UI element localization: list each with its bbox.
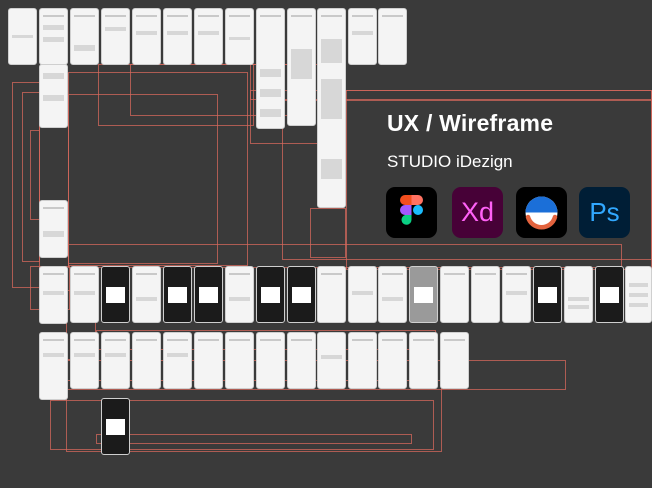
wireframe-screen [440, 332, 469, 389]
figma-icon [386, 187, 437, 238]
wireframe-screen [256, 332, 285, 389]
wireframe-screen [348, 332, 377, 389]
wireframe-screen [70, 266, 99, 323]
wireframe-screen [378, 266, 407, 323]
wireframe-screen [39, 64, 68, 128]
photoshop-icon: Ps [579, 187, 630, 238]
wireframe-screen [564, 266, 593, 323]
wireframe-screen [39, 266, 68, 324]
wireframe-screen [101, 8, 130, 65]
wireframe-screen [409, 332, 438, 389]
wireframe-screen [378, 332, 407, 389]
wireframe-screen [101, 332, 130, 389]
wireframe-screen [317, 8, 346, 208]
wireframe-screen-modal [595, 266, 624, 323]
flow-connector [66, 380, 442, 452]
wireframe-screen [163, 8, 192, 65]
wireframe-screen [317, 332, 346, 389]
wireframe-screen-modal [256, 266, 285, 323]
wireframe-screen-modal [287, 266, 316, 323]
wireframe-screen [70, 8, 99, 65]
wireframe-screen [194, 8, 223, 65]
wireframe-screen [378, 8, 407, 65]
wireframe-screen [502, 266, 531, 323]
wireframe-screen [8, 8, 37, 65]
wireframe-screen-modal [533, 266, 562, 323]
wireframe-screen [132, 266, 161, 323]
wireframe-screen [317, 266, 346, 323]
wireframe-screen [70, 332, 99, 389]
page-title: UX / Wireframe [387, 110, 554, 136]
wireframe-screen-modal [163, 266, 192, 323]
wireframe-screen-modal [409, 266, 438, 323]
wireframe-screen [348, 266, 377, 323]
wireframe-screen [440, 266, 469, 323]
wireframe-screen [163, 332, 192, 389]
wireframe-screen [225, 332, 254, 389]
wireframe-screen [625, 266, 652, 323]
wireframe-screen [132, 332, 161, 389]
wireframe-screen [39, 332, 68, 400]
wireframe-screen [471, 266, 500, 323]
wireframe-screen [39, 8, 68, 65]
abstract-app-icon [516, 187, 567, 238]
wireframe-screen-modal [101, 266, 130, 323]
wireframe-screen [287, 8, 316, 126]
wireframe-screen [225, 8, 254, 65]
flow-connector [68, 94, 218, 264]
wireframe-screen [194, 332, 223, 389]
wireframe-screen [256, 8, 285, 129]
flow-connector [50, 400, 434, 450]
wireframe-screen [132, 8, 161, 65]
wireframe-screen [348, 8, 377, 65]
adobe-xd-icon: Xd [452, 187, 503, 238]
wireframe-screen [39, 200, 68, 258]
flow-connector [96, 434, 412, 444]
flow-connector [310, 208, 346, 258]
flow-connector [30, 130, 40, 220]
studio-name: STUDIO iDezign [387, 152, 513, 171]
wireframe-screen [287, 332, 316, 389]
wireframe-screen-modal [194, 266, 223, 323]
wireframe-screen-modal [101, 398, 130, 455]
wireframe-screen [225, 266, 254, 323]
